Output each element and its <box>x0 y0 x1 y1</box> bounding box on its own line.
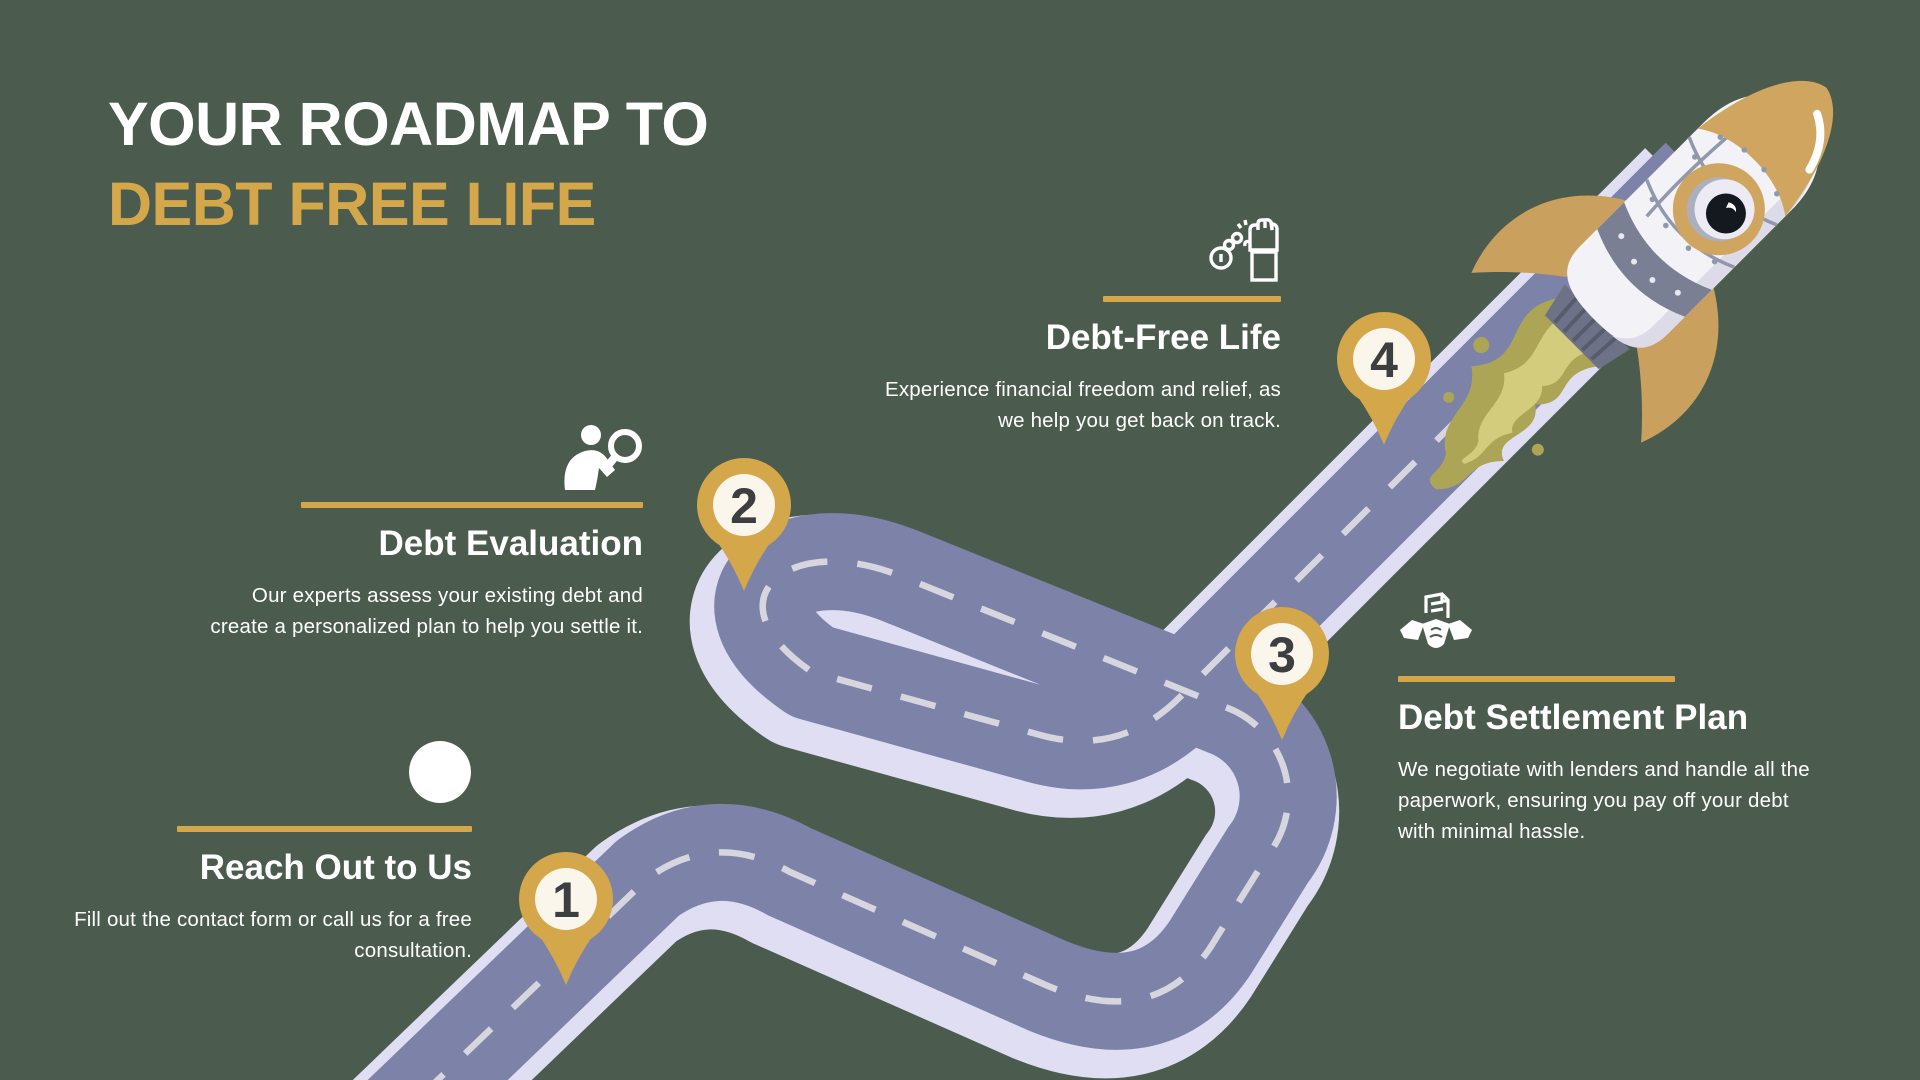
pin-4-tail <box>1356 394 1412 445</box>
step-3-description: We negotiate with lenders and handle all… <box>1398 758 1810 843</box>
map-pin-2: 2 <box>697 458 791 591</box>
road-centerline <box>432 174 1703 1080</box>
pin-2-tail <box>716 540 772 591</box>
fist-broken-chain-icon <box>1199 216 1281 282</box>
step-2-description: Our experts assess your existing debt an… <box>210 584 643 638</box>
rocket-fin-right <box>1636 281 1719 443</box>
step-2-heading: Debt Evaluation <box>378 524 643 563</box>
rocket-illustration <box>1429 80 1834 490</box>
step-4-accent-line <box>1103 296 1281 302</box>
step-1-accent-line <box>177 826 472 832</box>
step-2-accent-line <box>301 502 643 508</box>
handshake-document-icon <box>1398 592 1474 658</box>
pin-3-tail <box>1254 689 1310 740</box>
pin-4-inner <box>1353 328 1415 390</box>
map-pin-3: 3 <box>1235 607 1329 740</box>
pin-2-number: 2 <box>730 478 758 534</box>
circle-dot-icon <box>408 740 472 804</box>
pin-1-inner <box>535 868 597 930</box>
pin-3-number: 3 <box>1268 627 1296 683</box>
rocket-engine-ridges <box>1553 297 1617 361</box>
pin-1-tail <box>538 934 594 985</box>
rocket-dark-band <box>1597 202 1712 317</box>
rocket-nose-rivets <box>1717 134 1780 197</box>
step-4-heading: Debt-Free Life <box>1045 318 1281 357</box>
pin-4-number: 4 <box>1370 332 1398 388</box>
step-3-debt-settlement-plan: Debt Settlement Plan We negotiate with l… <box>1398 592 1810 847</box>
title-line-2: DEBT FREE LIFE <box>108 170 596 238</box>
rocket-band-rivets <box>1618 233 1681 296</box>
map-pin-1: 1 <box>519 852 613 985</box>
step-1-heading: Reach Out to Us <box>199 848 472 887</box>
rocket-fin-left <box>1471 195 1633 278</box>
winding-road <box>352 142 1735 1080</box>
title-line-1: YOUR ROADMAP TO <box>108 90 709 158</box>
rocket-nose-highlight <box>1805 109 1825 174</box>
step-3-accent-line <box>1398 676 1675 682</box>
pin-1-number: 1 <box>552 872 580 928</box>
step-1-reach-out: Reach Out to Us Fill out the contact for… <box>74 740 472 967</box>
step-4-description: Experience financial freedom and relief,… <box>884 378 1281 432</box>
map-pin-4: 4 <box>1337 312 1431 445</box>
step-2-debt-evaluation: Debt Evaluation Our experts assess your … <box>210 424 643 643</box>
step-1-description: Fill out the contact form or call us for… <box>74 908 472 962</box>
pin-2-inner <box>713 474 775 536</box>
step-3-heading: Debt Settlement Plan <box>1398 698 1749 737</box>
person-magnifier-icon <box>553 424 643 490</box>
page-title: YOUR ROADMAP TO DEBT FREE LIFE <box>108 84 709 244</box>
rocket-window-icon <box>1672 163 1765 256</box>
step-4-debt-free-life: Debt-Free Life Experience financial free… <box>885 216 1281 437</box>
pin-3-inner <box>1251 623 1313 685</box>
rocket-flame <box>1429 298 1613 490</box>
rocket-nose-cone <box>1697 80 1834 217</box>
